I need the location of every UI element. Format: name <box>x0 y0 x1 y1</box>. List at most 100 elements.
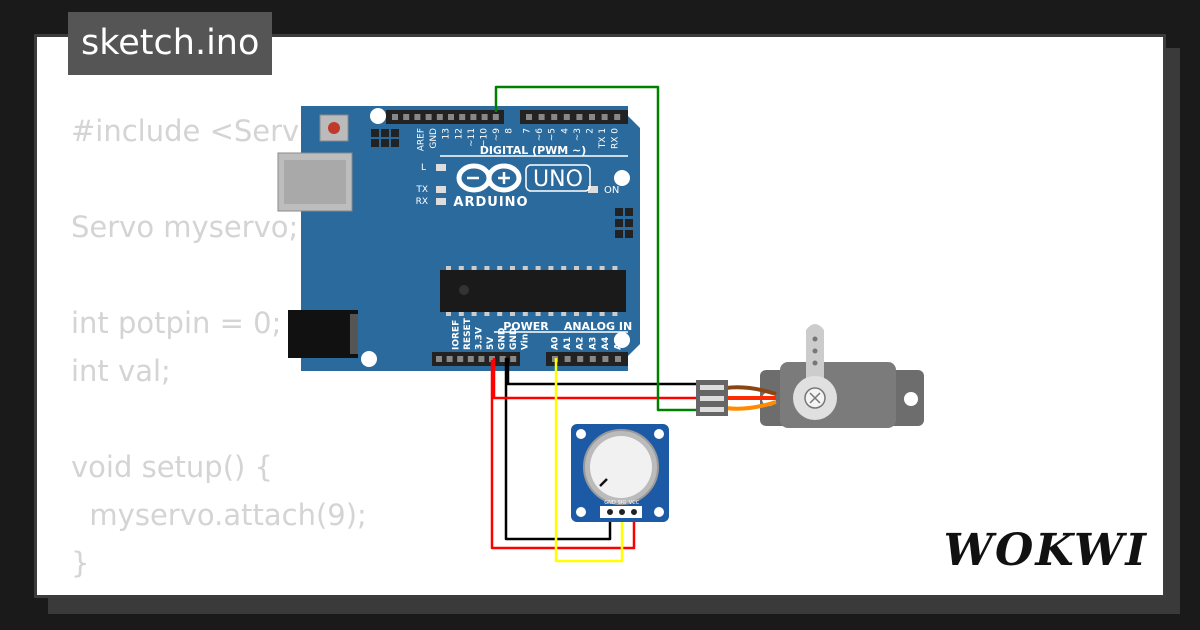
digital-header-left <box>386 110 504 124</box>
wires <box>490 85 700 563</box>
digital-pin[interactable] <box>425 114 432 120</box>
digital-pin[interactable] <box>563 114 570 120</box>
pot-pin-label: VCC <box>629 500 640 506</box>
power-pin[interactable] <box>446 356 453 362</box>
power-pin-label: IOREF <box>452 320 462 350</box>
digital-pin[interactable] <box>538 114 545 120</box>
power-jack <box>288 310 358 358</box>
icsp-pin <box>615 208 623 216</box>
analog-pin-label: A3 <box>588 337 598 350</box>
digital-pin-label: AREF <box>417 128 427 151</box>
analog-header <box>546 352 628 366</box>
icsp-pin <box>615 230 623 238</box>
digital-pin[interactable] <box>414 114 421 120</box>
digital-pin[interactable] <box>492 114 499 120</box>
board-brand: ARDUINO <box>453 195 528 210</box>
wokwi-logo: WOKWI <box>943 525 1148 576</box>
led-tx <box>436 186 446 193</box>
digital-pin-label: ~9 <box>492 128 502 142</box>
digital-pin-label: 12 <box>454 128 464 139</box>
pot-pin-label: SIG <box>618 500 627 506</box>
analog-pin-label: A4 <box>601 337 611 350</box>
digital-pin-label: ~3 <box>573 128 583 141</box>
digital-pin[interactable] <box>589 114 595 120</box>
arduino-logo-icon <box>456 163 522 193</box>
power-pin[interactable] <box>489 356 495 362</box>
wire-gnd[interactable] <box>504 358 700 541</box>
microcontroller-chip <box>440 270 626 312</box>
digital-pin[interactable] <box>576 114 583 120</box>
pot-pin-gnd[interactable] <box>607 509 613 515</box>
icsp-header <box>371 129 399 147</box>
pot-pin-vcc[interactable] <box>631 509 637 515</box>
icsp-pin <box>625 230 633 238</box>
analog-pin[interactable] <box>602 356 609 362</box>
led-l <box>436 164 446 171</box>
led-rx-label: RX <box>416 197 428 207</box>
mount-hole <box>614 170 630 186</box>
power-pin-label: RESET <box>463 317 473 350</box>
led-rx <box>436 198 446 205</box>
digital-pin-label: RX 0 <box>611 128 621 149</box>
power-pin-label: 3.3V <box>475 327 485 350</box>
led-on-label: ON <box>604 185 619 196</box>
digital-pin[interactable] <box>436 114 443 120</box>
wire-servo-signal[interactable] <box>494 85 700 412</box>
analog-pin[interactable] <box>577 356 584 362</box>
analog-pin-label: A5 <box>614 337 624 350</box>
digital-pin[interactable] <box>551 114 558 120</box>
icsp-header <box>615 208 633 238</box>
power-header <box>432 352 520 366</box>
wire-5v[interactable] <box>490 358 700 550</box>
analog-pin[interactable] <box>615 356 621 362</box>
analog-pin-label: A2 <box>576 337 586 350</box>
servo-horn[interactable] <box>806 324 824 386</box>
power-pin[interactable] <box>467 356 474 362</box>
power-pin[interactable] <box>457 356 464 362</box>
icsp-pin <box>625 208 633 216</box>
digital-pin-label: 13 <box>442 128 452 139</box>
digital-pin[interactable] <box>448 114 454 120</box>
icsp-pin <box>371 139 379 147</box>
digital-pin-label: 4 <box>560 128 570 134</box>
mount-hole <box>614 332 630 348</box>
led-tx-label: TX <box>415 185 428 195</box>
digital-header-right <box>520 110 628 124</box>
digital-pin-label: GND <box>429 128 439 149</box>
power-label: POWER <box>503 320 549 333</box>
led-on <box>588 186 598 193</box>
analog-pin[interactable] <box>564 356 571 362</box>
digital-pin[interactable] <box>392 114 398 120</box>
digital-pin-label: ~6 <box>535 128 545 142</box>
power-pin[interactable] <box>436 356 442 362</box>
icsp-pin <box>381 139 389 147</box>
power-pin-label: 5V <box>486 337 496 350</box>
digital-pin-label: ~11 <box>467 128 477 147</box>
servo-motor[interactable] <box>696 324 924 428</box>
analog-label: ANALOG IN <box>564 320 632 333</box>
digital-pin[interactable] <box>526 114 532 120</box>
digital-pin[interactable] <box>459 114 466 120</box>
digital-pin-label: 2 <box>586 128 596 134</box>
pot-pin-sig[interactable] <box>619 509 625 515</box>
icsp-pin <box>371 129 379 137</box>
power-pin[interactable] <box>499 356 506 362</box>
analog-pin[interactable] <box>589 356 596 362</box>
digital-pin[interactable] <box>614 114 621 120</box>
wire-signal[interactable] <box>554 358 624 563</box>
digital-pin[interactable] <box>481 114 488 120</box>
analog-pin-label: A1 <box>563 337 573 350</box>
digital-pin[interactable] <box>403 114 410 120</box>
digital-pin[interactable] <box>470 114 477 120</box>
icsp-pin <box>391 139 399 147</box>
digital-label: DIGITAL (PWM ~) <box>480 144 587 157</box>
file-tab[interactable]: sketch.ino <box>68 12 273 75</box>
power-pin[interactable] <box>510 356 517 362</box>
power-pin[interactable] <box>478 356 485 362</box>
analog-pin-label: A0 <box>551 337 561 350</box>
power-pin-label: GND <box>498 328 508 350</box>
digital-pin[interactable] <box>601 114 608 120</box>
